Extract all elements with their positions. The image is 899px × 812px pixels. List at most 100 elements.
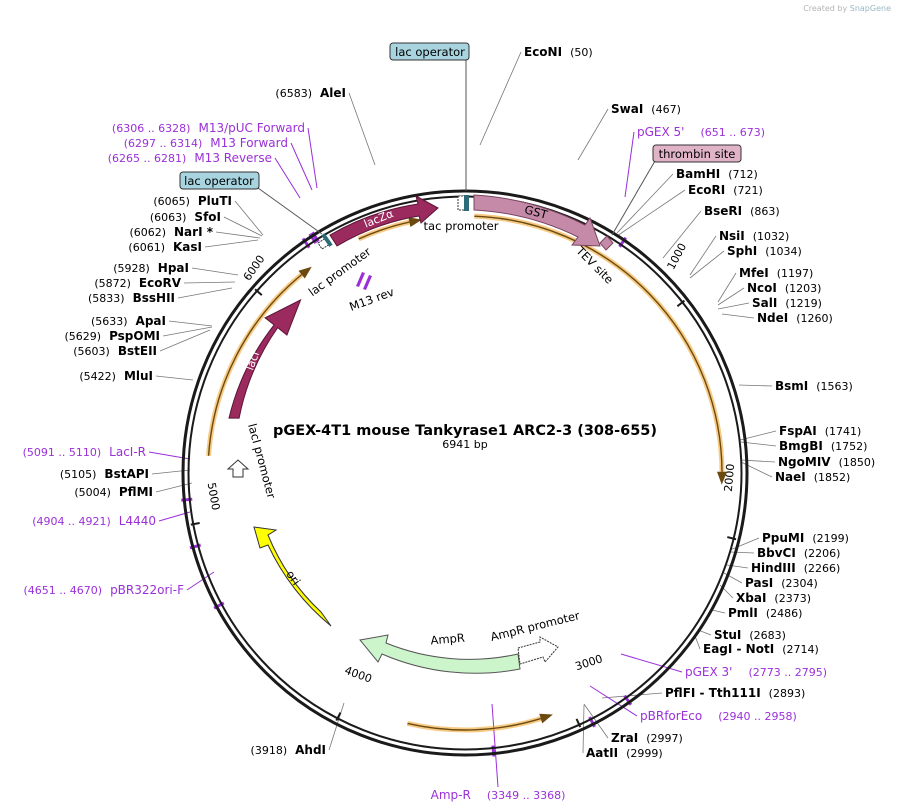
enzyme-pos: (721): [733, 184, 763, 197]
lac-promoter-label: lac promoter: [306, 244, 374, 299]
tick-5000: [190, 522, 200, 526]
enzyme-site-38[interactable]: (6062)NarI *: [129, 225, 213, 239]
enzyme-pos: (2997): [646, 732, 683, 745]
thrombin-site[interactable]: thrombin site: [611, 144, 742, 236]
enzyme-site-33[interactable]: (5633)ApaI: [91, 314, 166, 328]
primer-site-1[interactable]: pGEX 3'(2773 .. 2795): [685, 665, 827, 679]
enzyme-site-31[interactable]: (5603)BstEII: [73, 344, 157, 358]
enzyme-site-27[interactable]: (3918)AhdI: [251, 743, 326, 757]
gst-feature[interactable]: [473, 194, 601, 247]
enzyme-site-3[interactable]: EcoRI(721): [688, 183, 763, 197]
enzyme-site-23[interactable]: EagI - NotI(2714): [703, 642, 819, 656]
m13-rev-label: M13 rev: [347, 285, 396, 314]
leader-39: [223, 216, 263, 237]
enzyme-site-35[interactable]: (5872)EcoRV: [94, 276, 181, 290]
enzyme-site-7[interactable]: MfeI(1197): [739, 266, 813, 280]
lacz-alpha-feature[interactable]: [329, 195, 439, 247]
enzyme-site-24[interactable]: PflFI - Tth111I(2893): [665, 686, 805, 700]
enzyme-pos: (5422): [79, 370, 116, 383]
lac-operator-mark-1[interactable]: [464, 195, 469, 211]
enzyme-site-0[interactable]: EcoNI(50): [524, 45, 593, 59]
laci-feature[interactable]: [228, 298, 302, 419]
primer-range: (5091 .. 5110): [23, 446, 102, 459]
tev-site-marker[interactable]: [599, 235, 614, 251]
enzyme-site-39[interactable]: (6063)SfoI: [150, 210, 221, 224]
lacz-orf-arc[interactable]: [358, 221, 410, 240]
ampr-orf-arc[interactable]: [407, 717, 541, 731]
ampr-promoter-label: AmpR promoter: [489, 608, 581, 644]
enzyme-name: MluI: [124, 369, 153, 383]
lac-operator-top[interactable]: lac operator: [389, 42, 470, 191]
enzyme-site-26[interactable]: AatII(2999): [586, 746, 663, 760]
primer-name: pBRforEco: [640, 709, 702, 723]
primer-site-2[interactable]: pBRforEco(2940 .. 2958): [640, 709, 797, 723]
m13-rev-marker[interactable]: [356, 272, 372, 290]
tick-4000: [335, 712, 342, 722]
leader-2: [616, 173, 674, 234]
primer-site-6[interactable]: (5091 .. 5110)LacI-R: [23, 445, 146, 459]
tick-label-5000: 5000: [205, 481, 223, 511]
enzyme-site-14[interactable]: NgoMIV(1850): [778, 455, 875, 469]
enzyme-site-13[interactable]: BmgBI(1752): [779, 439, 867, 453]
primer-site-7[interactable]: (6265 .. 6281)M13 Reverse: [108, 151, 272, 165]
ampr-feature[interactable]: [359, 634, 521, 674]
ori-feature[interactable]: [253, 526, 332, 627]
enzyme-site-6[interactable]: SphI(1034): [727, 244, 802, 258]
enzyme-site-30[interactable]: (5422) MluI: [79, 369, 153, 383]
primer-site-3[interactable]: Amp-R(3349 .. 3368): [431, 788, 566, 802]
gst-orf-arc[interactable]: [474, 215, 723, 472]
enzyme-site-1[interactable]: SwaI(467): [611, 102, 681, 116]
enzyme-name: ZraI: [611, 731, 638, 745]
enzyme-site-29[interactable]: (5105)BstAPI: [60, 467, 149, 481]
primer-site-8[interactable]: (6297 .. 6314)M13 Forward: [124, 136, 288, 150]
enzyme-name: PspOMI: [109, 329, 160, 343]
enzyme-site-8[interactable]: NcoI(1203): [747, 281, 821, 295]
enzyme-site-41[interactable]: (6583)AleI: [275, 86, 346, 100]
lac-operator-mark-2[interactable]: [321, 233, 333, 247]
enzyme-site-19[interactable]: PasI(2304): [745, 576, 818, 590]
enzyme-site-11[interactable]: BsmI(1563): [775, 379, 853, 393]
enzyme-site-2[interactable]: BamHI(712): [676, 167, 758, 181]
primer-site-4[interactable]: (4651 .. 4670)pBR322ori-F: [24, 583, 185, 597]
enzyme-name: PluTI: [198, 194, 232, 208]
enzyme-site-20[interactable]: XbaI(2373): [736, 591, 811, 605]
enzyme-site-21[interactable]: PmlI(2486): [728, 606, 802, 620]
enzyme-name: AhdI: [295, 743, 326, 757]
lac-operator-left[interactable]: lac operator: [179, 171, 323, 235]
laci-promoter-arrow[interactable]: [226, 459, 250, 478]
primer-site-5[interactable]: (4904 .. 4921)L4440: [32, 514, 156, 528]
enzyme-site-17[interactable]: BbvCI(2206): [757, 546, 840, 560]
enzyme-pos: (6583): [275, 87, 312, 100]
enzyme-site-10[interactable]: NdeI(1260): [757, 311, 833, 325]
enzyme-site-40[interactable]: (6065)PluTI: [153, 194, 232, 208]
plasmid-size: 6941 bp: [442, 438, 487, 451]
enzyme-site-18[interactable]: HindIII(2266): [751, 561, 840, 575]
enzyme-site-25[interactable]: ZraI (2997): [611, 731, 683, 745]
enzyme-site-22[interactable]: StuI(2683): [714, 628, 786, 642]
laci-orf-arc[interactable]: [207, 274, 303, 456]
enzyme-site-5[interactable]: NsiI(1032): [719, 229, 789, 243]
enzyme-site-4[interactable]: BseRI(863): [704, 204, 780, 218]
enzyme-pos: (2304): [781, 577, 818, 590]
leader-33: [168, 320, 213, 327]
enzyme-site-32[interactable]: (5629)PspOMI: [64, 329, 160, 343]
enzyme-site-15[interactable]: NaeI(1852): [775, 470, 850, 484]
enzyme-site-12[interactable]: FspAI(1741): [779, 424, 861, 438]
leader-35: [183, 281, 236, 284]
ampr-promoter-arrow[interactable]: [517, 636, 559, 665]
primer-leader-3: [491, 703, 499, 788]
leader-23: [694, 635, 701, 650]
enzyme-name: SphI: [727, 244, 757, 258]
enzyme-site-37[interactable]: (6061)KasI: [128, 240, 202, 254]
enzyme-site-28[interactable]: (5004)PflMI: [74, 485, 153, 499]
enzyme-site-16[interactable]: PpuMI(2199): [762, 531, 849, 545]
tick-label-6000: 6000: [241, 253, 268, 283]
leader-21: [711, 609, 726, 614]
enzyme-site-34[interactable]: (5833)BssHII: [88, 291, 175, 305]
primer-site-9[interactable]: (6306 .. 6328)M13/pUC Forward: [112, 121, 305, 135]
enzyme-site-36[interactable]: (5928)HpaI: [113, 261, 189, 275]
primer-site-0[interactable]: pGEX 5'(651 .. 673): [637, 125, 765, 139]
enzyme-pos: (5105): [60, 468, 97, 481]
leader-27: [328, 702, 345, 751]
enzyme-site-9[interactable]: SalI(1219): [752, 296, 822, 310]
